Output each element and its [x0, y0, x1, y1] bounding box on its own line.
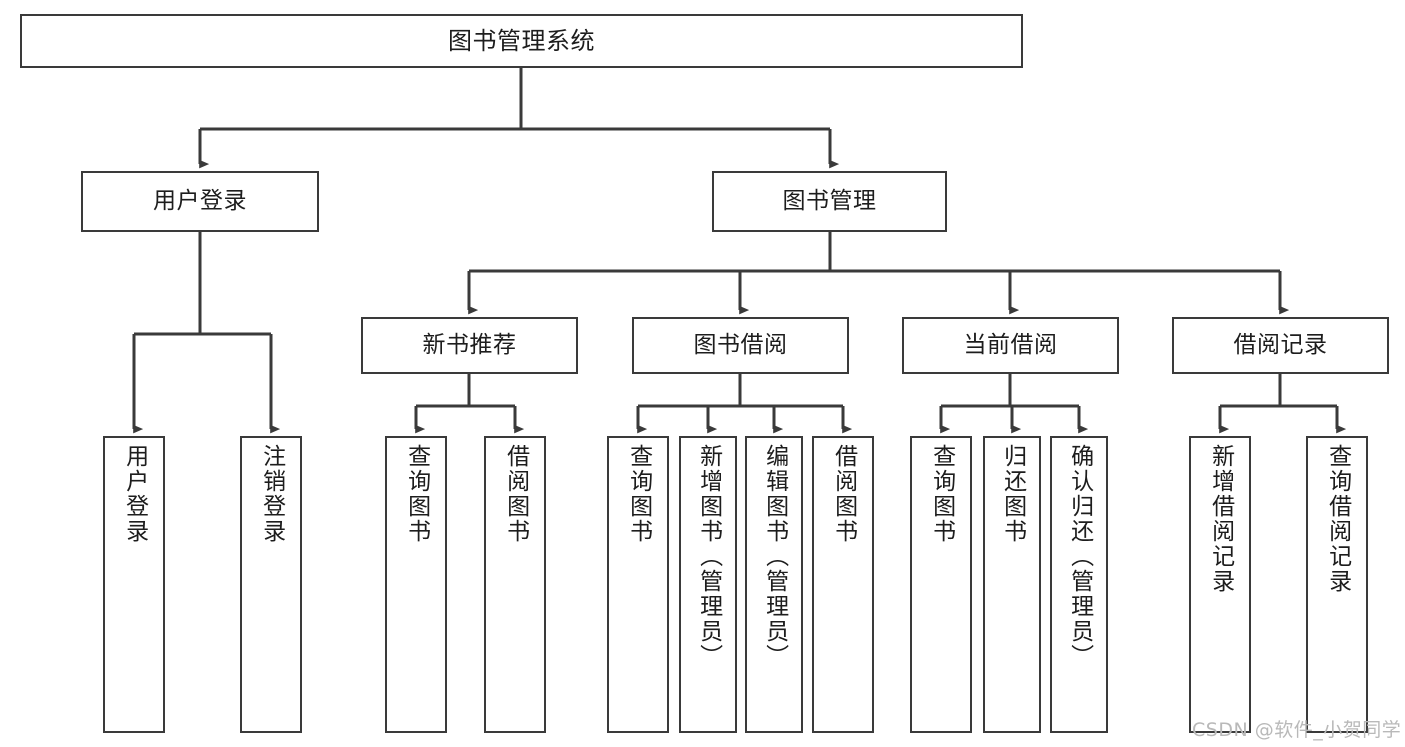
node-book-borrow[interactable]: 图书借阅 [632, 317, 849, 374]
leaf-current-confirm-return-admin[interactable]: 确认归还（管理员） [1050, 436, 1108, 733]
node-book-manage[interactable]: 图书管理 [712, 171, 947, 232]
node-label: 查询图书 [403, 444, 430, 544]
leaf-recommend-query-book[interactable]: 查询图书 [385, 436, 447, 733]
node-label: 新书推荐 [422, 331, 517, 358]
node-label: 用户登录 [153, 187, 247, 214]
node-label: 借阅记录 [1233, 331, 1328, 358]
leaf-user-login[interactable]: 用户登录 [103, 436, 165, 733]
node-user-login[interactable]: 用户登录 [81, 171, 319, 232]
node-root-system[interactable]: 图书管理系统 [20, 14, 1023, 68]
csdn-watermark: CSDN @软件_小贺同学 [1192, 719, 1402, 741]
leaf-user-logout[interactable]: 注销登录 [240, 436, 302, 733]
node-current-borrow[interactable]: 当前借阅 [902, 317, 1119, 374]
node-label: 借阅图书 [830, 444, 857, 544]
node-label: 新增借阅记录 [1207, 444, 1234, 594]
node-label: 编辑图书（管理员） [761, 444, 788, 669]
node-borrow-record[interactable]: 借阅记录 [1172, 317, 1389, 374]
node-label: 图书管理 [782, 187, 877, 214]
node-label: 图书借阅 [693, 331, 788, 358]
node-label: 归还图书 [999, 444, 1026, 544]
node-label: 借阅图书 [502, 444, 529, 544]
leaf-borrow-add-book-admin[interactable]: 新增图书（管理员） [679, 436, 737, 733]
leaf-borrow-edit-book-admin[interactable]: 编辑图书（管理员） [745, 436, 803, 733]
node-label: 查询图书 [928, 444, 955, 544]
node-new-book-recommend[interactable]: 新书推荐 [361, 317, 578, 374]
leaf-current-query-book[interactable]: 查询图书 [910, 436, 972, 733]
leaf-borrow-do-borrow-book[interactable]: 借阅图书 [812, 436, 874, 733]
leaf-borrow-query-book[interactable]: 查询图书 [607, 436, 669, 733]
leaf-record-query-borrow-record[interactable]: 查询借阅记录 [1306, 436, 1368, 733]
leaf-recommend-borrow-book[interactable]: 借阅图书 [484, 436, 546, 733]
node-label: 注销登录 [258, 444, 285, 544]
node-label: 当前借阅 [963, 331, 1058, 358]
node-label: 新增图书（管理员） [695, 444, 722, 669]
node-label: 图书管理系统 [448, 26, 595, 55]
node-label: 用户登录 [121, 444, 148, 544]
node-label: 查询借阅记录 [1324, 444, 1351, 594]
node-label: 确认归还（管理员） [1066, 444, 1093, 669]
leaf-record-add-borrow-record[interactable]: 新增借阅记录 [1189, 436, 1251, 733]
leaf-current-return-book[interactable]: 归还图书 [983, 436, 1041, 733]
node-label: 查询图书 [625, 444, 652, 544]
